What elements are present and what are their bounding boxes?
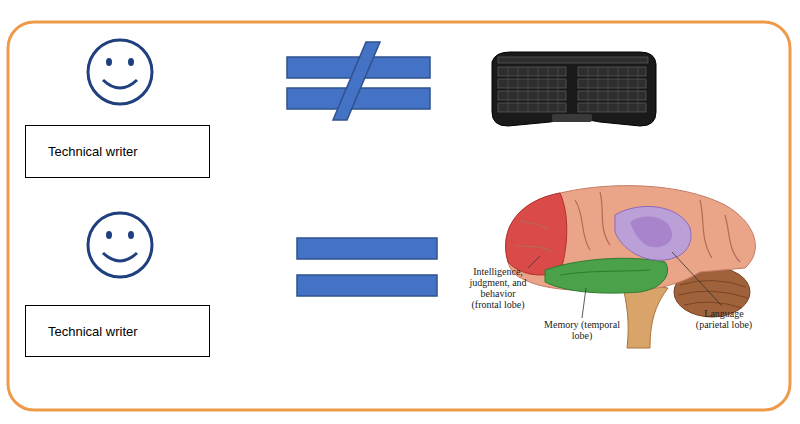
smiley-face — [88, 40, 152, 104]
box-text: Technical writer — [48, 144, 138, 159]
box-text: Technical writer — [48, 324, 138, 339]
smiley-face — [88, 213, 152, 277]
brain-region-label: Intelligence, judgment, and behavior (fr… — [466, 266, 530, 310]
keyboard-illustration — [492, 52, 656, 126]
brain-region-label: Language (parietal lobe) — [688, 308, 760, 330]
not-equal-sign — [287, 42, 430, 120]
outer-frame — [8, 22, 790, 410]
process-box: Technical writer — [25, 305, 210, 357]
equal-sign — [297, 238, 437, 296]
brain-region-label: Memory (temporal lobe) — [544, 319, 620, 341]
process-box: Technical writer — [25, 125, 210, 178]
leader-line — [528, 252, 722, 318]
